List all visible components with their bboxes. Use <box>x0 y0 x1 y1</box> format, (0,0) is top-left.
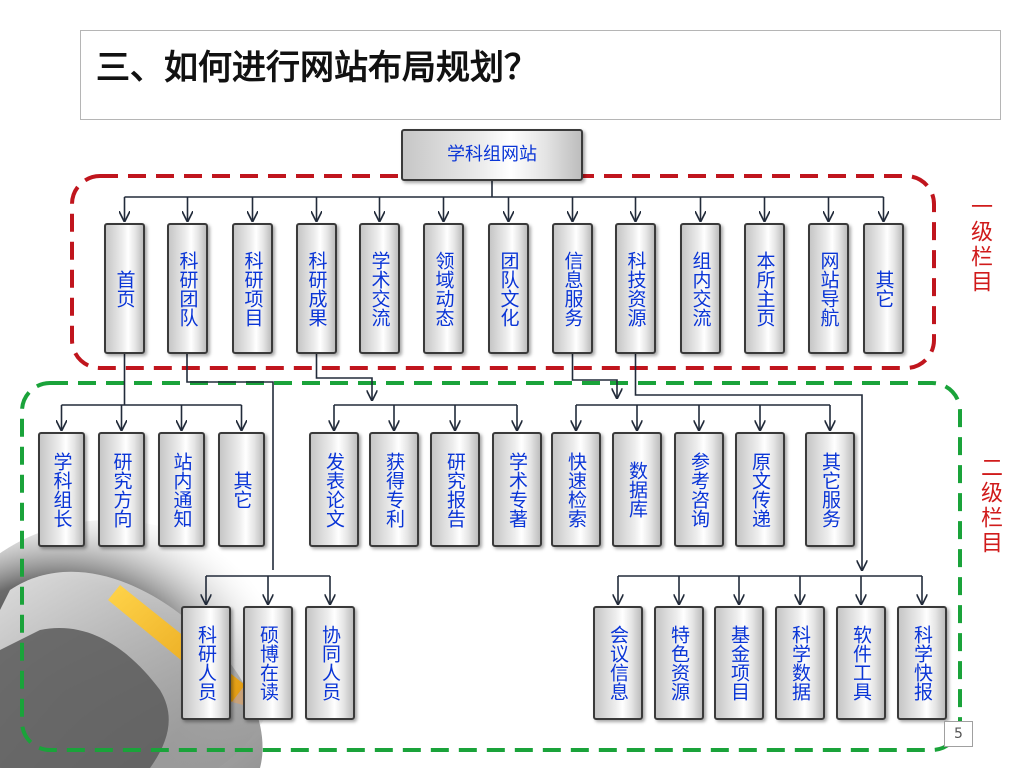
level1-node-5: 学术交流 <box>359 223 400 354</box>
team-node-4: 其它 <box>218 432 265 547</box>
level1-node-12: 网站导航 <box>808 223 849 354</box>
level1-node-9: 科技资源 <box>615 223 656 354</box>
info-node-1: 快速检索 <box>551 432 601 547</box>
level-two-label: 二级栏目 <box>977 456 1002 556</box>
team-node-2: 研究方向 <box>98 432 145 547</box>
level1-node-4: 科研成果 <box>296 223 337 354</box>
results-node-1: 发表论文 <box>309 432 359 547</box>
resources-node-6: 科学快报 <box>897 606 947 720</box>
results-branch <box>315 354 373 400</box>
level1-node-6: 领域动态 <box>423 223 464 354</box>
resources-node-2: 特色资源 <box>654 606 704 720</box>
level1-node-11: 本所主页 <box>744 223 785 354</box>
title-box <box>80 30 1001 120</box>
team3-node-1: 科研人员 <box>181 606 231 720</box>
root-node: 学科组网站 <box>401 129 583 181</box>
resources-branch <box>634 354 863 570</box>
results-node-3: 研究报告 <box>430 432 480 547</box>
level1-node-13: 其它 <box>863 223 904 354</box>
level1-node-1: 首页 <box>104 223 145 354</box>
resources-node-3: 基金项目 <box>714 606 764 720</box>
team-branch-b <box>186 354 274 570</box>
resources-node-4: 科学数据 <box>775 606 825 720</box>
info-node-4: 原文传递 <box>735 432 785 547</box>
results-node-4: 学术专著 <box>492 432 542 547</box>
resources-node-5: 软件工具 <box>836 606 886 720</box>
level-one-label: 一级栏目 <box>967 195 992 295</box>
page-number: 5 <box>944 721 973 747</box>
info-node-3: 参考咨询 <box>674 432 724 547</box>
level1-node-3: 科研项目 <box>232 223 273 354</box>
level1-node-7: 团队文化 <box>488 223 529 354</box>
team-node-1: 学科组长 <box>38 432 85 547</box>
team3-node-3: 协同人员 <box>305 606 355 720</box>
level1-node-8: 信息服务 <box>552 223 593 354</box>
slide-title: 三、如何进行网站布局规划？ <box>96 48 538 88</box>
level1-node-2: 科研团队 <box>167 223 208 354</box>
team-node-3: 站内通知 <box>158 432 205 547</box>
resources-node-1: 会议信息 <box>593 606 643 720</box>
team3-node-2: 硕博在读 <box>243 606 293 720</box>
level-two-dashed-frame <box>20 381 962 752</box>
info-branch <box>571 354 618 398</box>
info-node-5: 其它服务 <box>805 432 855 547</box>
info-node-2: 数据库 <box>612 432 662 547</box>
results-node-2: 获得专利 <box>369 432 419 547</box>
level1-node-10: 组内交流 <box>680 223 721 354</box>
